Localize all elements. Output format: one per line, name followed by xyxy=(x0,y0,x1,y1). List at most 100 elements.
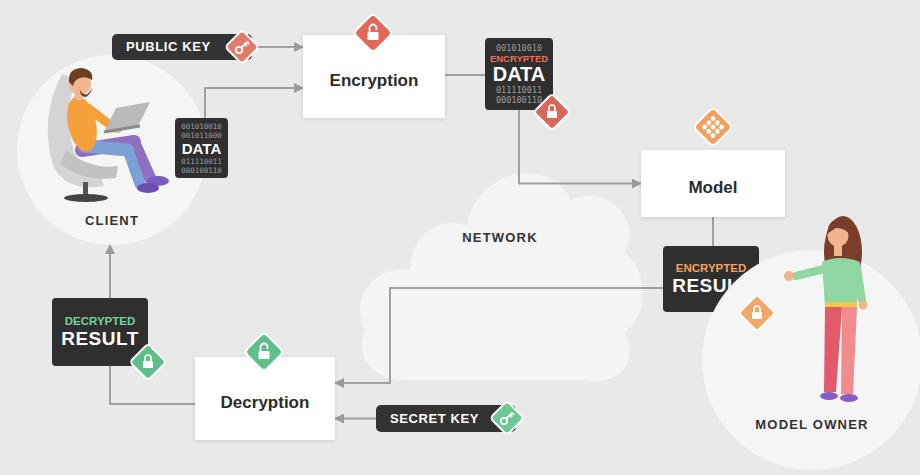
model-icon-part-part xyxy=(710,115,717,122)
client-person-part xyxy=(128,150,140,184)
lock-icon-part xyxy=(370,25,377,33)
lock-icon-part xyxy=(143,361,153,368)
node-text: MODEL OWNER xyxy=(755,417,868,433)
model-owner-person-part xyxy=(824,307,842,392)
lock-icon-part xyxy=(261,344,268,352)
model-icon-part-part xyxy=(710,124,717,131)
key-icon-part xyxy=(501,418,507,424)
model-owner-person-part xyxy=(820,392,838,400)
process-box: Encryption xyxy=(303,35,445,118)
client-person-part xyxy=(83,182,88,196)
client-person-part xyxy=(84,146,128,150)
flow-connector xyxy=(205,88,303,118)
owner-circle: MODEL OWNER xyxy=(702,250,920,470)
client-person-part xyxy=(80,88,92,97)
client-person-part xyxy=(82,142,134,150)
client-person-part xyxy=(134,142,150,178)
model-icon-part-part xyxy=(714,119,721,126)
lock-icon-part xyxy=(534,94,571,131)
client-person-part xyxy=(64,194,108,202)
client-person-part xyxy=(88,108,114,128)
flow-connector xyxy=(445,74,485,76)
client-person-part xyxy=(104,126,140,132)
node-text: DATA xyxy=(493,64,546,85)
key-icon xyxy=(490,401,524,435)
result-card: DECRYPTEDRESULT xyxy=(52,298,148,366)
lock-icon xyxy=(130,344,167,381)
node-text: Decryption xyxy=(221,393,310,413)
node-text: DATA xyxy=(182,140,221,157)
model-icon-part-part xyxy=(718,124,725,131)
lock-icon-part xyxy=(353,13,393,53)
lock-icon-part xyxy=(739,295,776,332)
client-person-part xyxy=(137,183,159,193)
process-box: Decryption xyxy=(195,357,335,440)
lock-icon-part xyxy=(752,312,762,319)
model-owner-person-part xyxy=(841,307,857,394)
node-text: RESULT xyxy=(61,328,139,349)
flow-connector xyxy=(335,418,376,420)
client-person-part xyxy=(104,102,150,132)
model-icon-part-part xyxy=(705,128,712,135)
model-icon xyxy=(693,107,733,147)
model-owner-person-part xyxy=(824,216,862,288)
node-text: ENCRYPTED xyxy=(490,53,548,64)
flow-connector xyxy=(335,288,663,383)
lock-icon-part xyxy=(368,32,379,40)
data-card: 001010010 001011000DATA011110011 0001001… xyxy=(175,118,228,178)
client-person-part xyxy=(147,176,169,186)
network-cloud: NETWORK xyxy=(355,140,645,385)
key-icon xyxy=(225,30,259,64)
flow-connector xyxy=(110,366,195,404)
lock-icon xyxy=(244,332,284,372)
data-card: 001010010ENCRYPTEDDATA011110011 00010011… xyxy=(485,38,553,110)
flow-connector xyxy=(109,245,111,298)
key-icon-part xyxy=(236,47,242,53)
node-text: SECRET KEY xyxy=(390,411,479,427)
model-owner-person xyxy=(784,216,868,402)
node-text: Model xyxy=(688,178,737,198)
model-icon-part-part xyxy=(710,132,717,139)
model-icon-part xyxy=(701,115,725,139)
client-person-part xyxy=(62,94,101,155)
key-icon-part xyxy=(241,42,249,48)
lock-icon-part xyxy=(754,306,760,312)
node-text: PUBLIC KEY xyxy=(126,39,211,55)
key-pill: PUBLIC KEY xyxy=(112,34,252,60)
model-icon-part-part xyxy=(705,119,712,126)
client-person xyxy=(48,68,169,202)
model-owner-person-part xyxy=(857,268,862,300)
lock-icon xyxy=(353,13,393,53)
lock-icon-part xyxy=(549,105,555,111)
node-text: CLIENT xyxy=(85,213,139,229)
flow-connector xyxy=(519,110,641,184)
cloud-outline xyxy=(360,173,643,381)
key-icon-part xyxy=(490,401,524,435)
lock-icon xyxy=(534,94,571,131)
node-text: ENCRYPTED xyxy=(676,262,747,275)
model-owner-person-part xyxy=(828,226,849,247)
client-person-part xyxy=(69,73,91,95)
lock-icon-part xyxy=(547,111,557,118)
model-icon-part xyxy=(693,107,733,147)
model-owner-person-part xyxy=(840,394,858,402)
node-text: 001010010 001011000 xyxy=(178,122,225,140)
node-text: Encryption xyxy=(330,71,419,91)
model-owner-person-part xyxy=(796,268,828,276)
model-owner-person-part xyxy=(784,271,794,281)
key-icon-part xyxy=(225,30,259,64)
lock-icon-part xyxy=(259,351,270,359)
model-icon-part-part xyxy=(701,124,708,131)
model-owner-person-part xyxy=(859,301,868,310)
client-person-part xyxy=(114,125,122,133)
model-owner-person-part xyxy=(825,302,857,307)
lock-icon-part xyxy=(145,355,151,361)
model-owner-person-part xyxy=(834,244,842,256)
node-text: 011110011 000100110 xyxy=(178,157,225,175)
lock-icon-part xyxy=(130,344,167,381)
node-text: 011110011 000100110 xyxy=(488,85,550,105)
cloud-shape xyxy=(355,140,645,385)
lock-icon xyxy=(739,295,776,332)
key-icon-part xyxy=(506,413,514,419)
